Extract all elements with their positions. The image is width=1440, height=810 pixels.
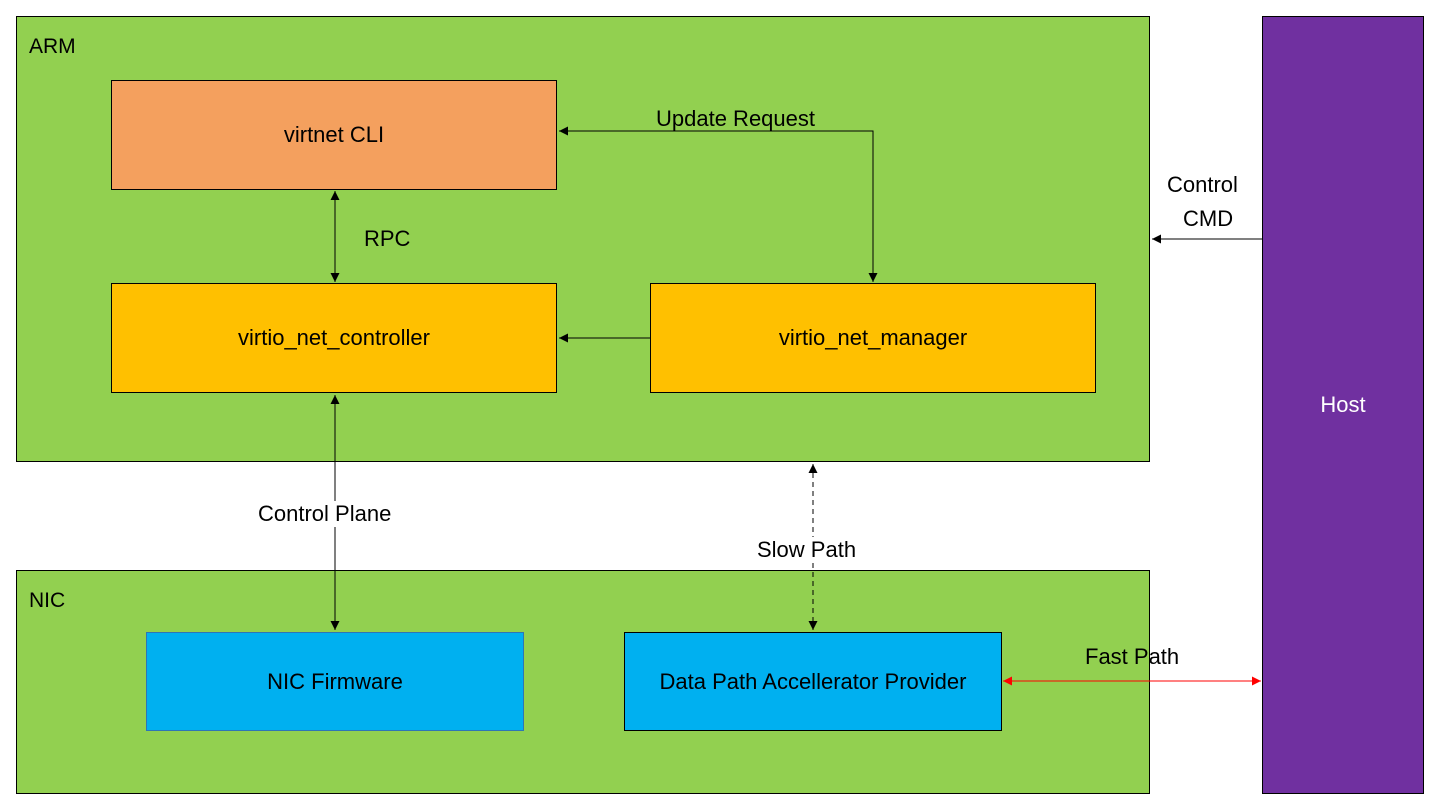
update-request-label: Update Request bbox=[656, 106, 815, 131]
update-request-arrow bbox=[559, 126, 878, 282]
control-cmd-label-line1: Control bbox=[1167, 172, 1238, 197]
virtio-net-manager-box: virtio_net_manager bbox=[650, 283, 1096, 393]
host-label: Host bbox=[1320, 392, 1366, 417]
dpa-provider-label: Data Path Accellerator Provider bbox=[659, 668, 967, 694]
rpc-label: RPC bbox=[364, 226, 411, 251]
host-box: Host bbox=[1262, 16, 1424, 794]
virtnet-cli-box: virtnet CLI bbox=[111, 80, 557, 190]
virtio-net-manager-label: virtio_net_manager bbox=[778, 325, 968, 350]
virtio-net-controller-label: virtio_net_controller bbox=[238, 325, 430, 350]
nic-firmware-label: NIC Firmware bbox=[267, 668, 403, 694]
nic-region-label: NIC bbox=[29, 589, 66, 612]
dpa-provider-box: Data Path Accellerator Provider bbox=[624, 632, 1002, 731]
nic-firmware-box: NIC Firmware bbox=[146, 632, 524, 731]
arm-region-label: ARM bbox=[29, 35, 76, 58]
control-plane-label: Control Plane bbox=[258, 501, 392, 527]
control-cmd-label-line2: CMD bbox=[1183, 206, 1234, 231]
fast-path-label: Fast Path bbox=[1085, 644, 1180, 669]
virtio-net-controller-box: virtio_net_controller bbox=[111, 283, 557, 393]
virtnet-cli-label: virtnet CLI bbox=[283, 122, 385, 147]
slow-path-label: Slow Path bbox=[757, 537, 857, 563]
